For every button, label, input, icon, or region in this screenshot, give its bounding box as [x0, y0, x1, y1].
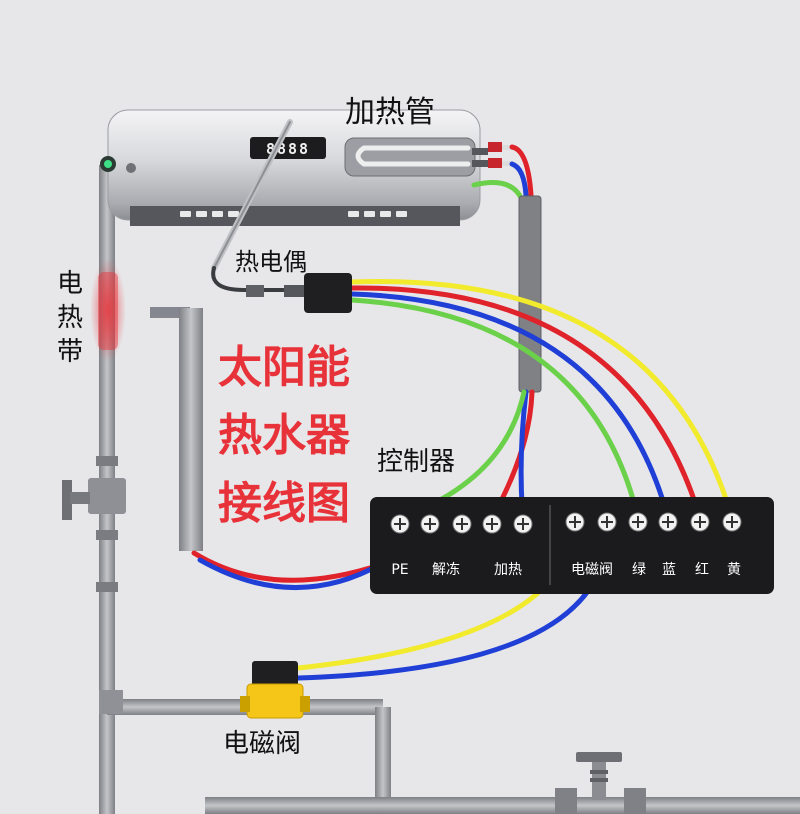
terminal-yellow[interactable]: [722, 512, 742, 532]
floor-pipe-fitting-left: [555, 788, 577, 814]
controller-label: 控制器: [377, 447, 455, 477]
left-pipe-valve-body: [88, 478, 126, 514]
digital-display: [250, 137, 326, 159]
terminal-label-red: 红: [695, 562, 709, 578]
title-line-3: 接线图: [218, 478, 350, 529]
terminal-solenoid-2[interactable]: [597, 512, 617, 532]
heating-element-coil: [355, 145, 471, 167]
terminal-label-yellow: 黄: [727, 561, 741, 578]
thermocouple-label: 热电偶: [235, 248, 307, 276]
terminal-green[interactable]: [628, 512, 648, 532]
heat-tape-label-3: 带: [57, 337, 83, 367]
title-line-1: 太阳能: [218, 342, 350, 393]
left-pipe-valve-handle: [62, 480, 72, 520]
wire-sensor-yellow: [349, 278, 735, 521]
wire-sensor-red: [349, 285, 703, 521]
heater-tank: 8888: [100, 109, 512, 226]
terminal-heating-1[interactable]: [482, 514, 502, 534]
valve-handle: [576, 752, 622, 762]
terminal-label-blue: 蓝: [662, 562, 676, 578]
cable-sleeve: [518, 195, 542, 393]
wire-heating-element-green: [471, 180, 525, 203]
component-labels: 加热管 热电偶 控制器 电磁阀 电 热 带: [57, 95, 455, 759]
terminal-label-pe: PE: [391, 562, 408, 578]
wires: [191, 119, 735, 681]
title-line-2: 热水器: [218, 410, 351, 461]
diagram-title: 太阳能 热水器 接线图: [218, 342, 351, 529]
controller-terminals: [390, 512, 742, 534]
wire-heating-element-blue: [509, 161, 529, 198]
terminal-red[interactable]: [690, 512, 710, 532]
terminal-blue[interactable]: [658, 512, 678, 532]
wire-sensor-blue: [349, 291, 671, 521]
solenoid-valve: [240, 661, 310, 719]
floor-pipe-fitting-right: [624, 788, 646, 814]
terminal-label-heating: 加热: [494, 562, 522, 578]
thermocouple-lead: [211, 266, 306, 292]
terminal-label-solenoid: 电磁阀: [571, 562, 613, 578]
heat-tape-label-1: 电: [57, 269, 83, 299]
thermocouple-connector: [246, 273, 352, 313]
solenoid-valve-label: 电磁阀: [223, 729, 301, 759]
terminal-defrost-2[interactable]: [452, 514, 472, 534]
heating-element-port: [344, 137, 476, 177]
heating-tube-label: 加热管: [345, 95, 435, 130]
terminal-solenoid-1[interactable]: [565, 512, 585, 532]
floor-pipe: [205, 797, 800, 814]
terminal-pe[interactable]: [390, 514, 410, 534]
wire-sensor-green: [349, 297, 641, 521]
terminal-defrost-1[interactable]: [420, 514, 440, 534]
controller-panel: [370, 497, 774, 594]
terminal-label-defrost: 解冻: [432, 561, 460, 578]
pipes: [62, 165, 800, 814]
heat-tape-glow: [90, 258, 126, 362]
wire-heating-element-red: [509, 144, 534, 198]
terminal-heating-2[interactable]: [513, 514, 533, 534]
pipe-elbow: [99, 690, 123, 714]
heat-tape-label-2: 热: [57, 303, 83, 333]
bottom-pipe-drop: [375, 707, 391, 814]
terminal-label-green: 绿: [632, 562, 646, 578]
terminal-labels: PE 解冻 加热 电磁阀 绿 蓝 红 黄: [391, 561, 741, 578]
